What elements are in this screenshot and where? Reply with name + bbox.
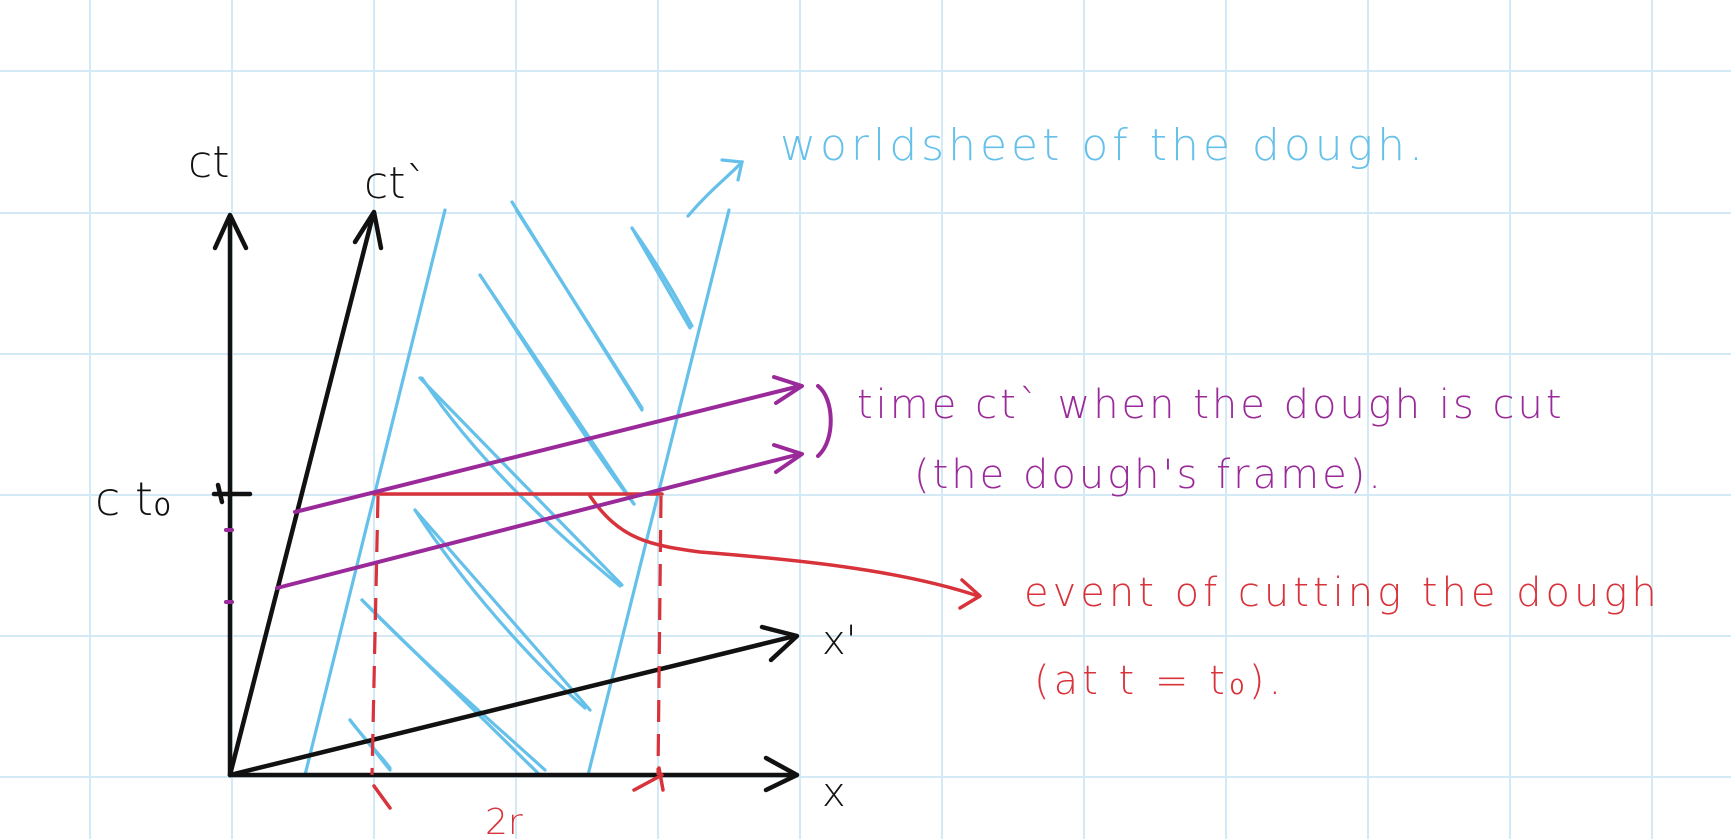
worldsheet-hatch: [630, 226, 694, 328]
event-annotation-line1: event of cutting the dough: [1024, 570, 1661, 616]
left-width-tick: [372, 784, 392, 810]
worldsheet-hatch: [420, 376, 622, 588]
annotations: worldsheet of the dough. time ct` when t…: [780, 120, 1661, 704]
projection-right: [656, 495, 663, 776]
ct-axis-label: ct: [188, 137, 229, 188]
worldsheet-hatch: [413, 508, 587, 710]
x-axis-label: x: [822, 770, 846, 816]
projection-left: [370, 495, 380, 776]
axis-labels: ct ct` x x' c t₀ 2r: [95, 137, 857, 839]
right-width-arrow-tip: [657, 766, 665, 792]
worldsheet-hatching: [348, 210, 692, 775]
right-width-arrow: [632, 773, 664, 792]
width-2r-label: 2r: [485, 802, 523, 839]
worldsheet-annotation: worldsheet of the dough.: [780, 120, 1427, 171]
ct-prime-axis-arrowhead: [352, 209, 384, 251]
x-prime-axis-label: x': [822, 618, 857, 664]
event-pointer-curve: [588, 494, 980, 598]
x-prime-axis: [227, 633, 798, 778]
ct-prime-axis: [227, 212, 376, 778]
dough-frame-time-slices: [275, 375, 833, 590]
time-annotation-line1: time ct` when the dough is cut: [857, 382, 1565, 428]
ct-axis-purple-ticks: [224, 528, 234, 604]
ct0-tick-hook: [215, 482, 225, 505]
event-pointer-arrowhead: [958, 578, 982, 610]
time-slice-upper: [293, 384, 802, 514]
worldsheet-hatch: [478, 273, 636, 506]
ct-axis-arrowhead: [212, 212, 249, 251]
worldsheet-pointer-head: [720, 158, 744, 182]
ct-prime-axis-label: ct`: [364, 158, 427, 209]
time-annotation-line2: (the dough's frame).: [914, 452, 1384, 498]
worldsheet-hatch: [360, 598, 547, 772]
event-annotation-line2: (at t = t₀).: [1034, 658, 1285, 704]
dough-worldsheet: [303, 158, 744, 777]
worldsheet-hatch: [510, 200, 644, 412]
worldsheet-pointer-arrow: [686, 160, 744, 218]
time-slice-lower-arrowhead: [772, 443, 804, 474]
time-slice-upper-arrowhead: [772, 375, 804, 405]
x-axis-arrowhead: [763, 755, 800, 793]
cutting-event: [370, 492, 982, 810]
x-prime-axis-arrowhead: [759, 624, 800, 663]
ct0-label: c t₀: [95, 472, 171, 526]
time-slice-brace: [816, 384, 833, 458]
time-slice-lower: [275, 452, 802, 590]
axes: [211, 209, 800, 793]
